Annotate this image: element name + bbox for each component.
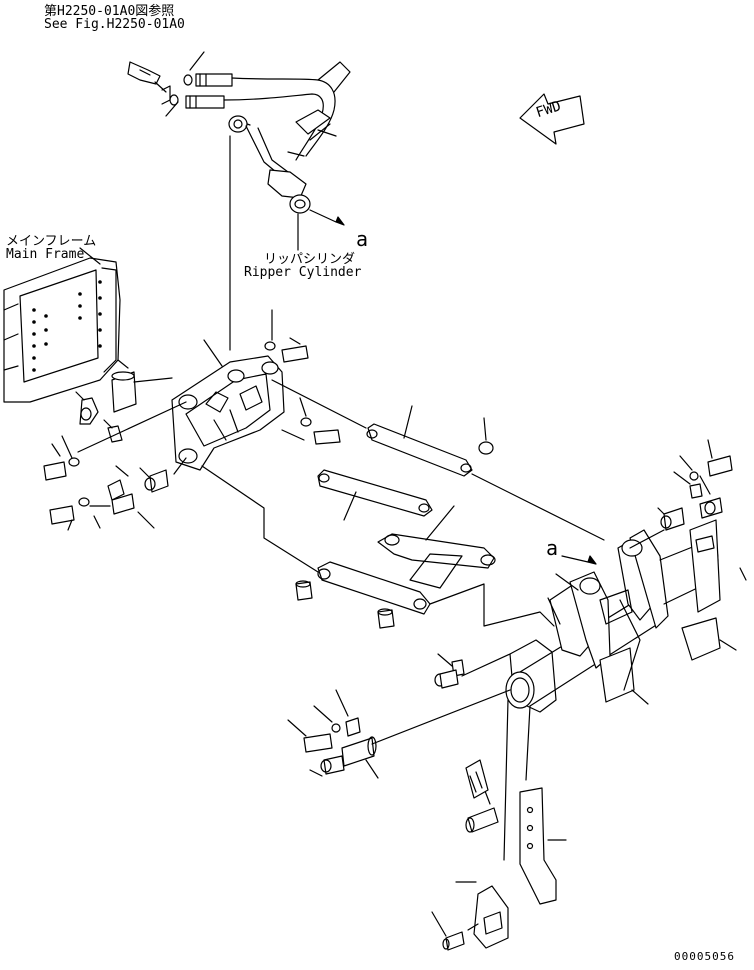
shank-holder-icon <box>506 520 746 712</box>
ripper-cylinder-icon <box>229 116 344 350</box>
connection-mark-a-upper: a <box>356 227 369 251</box>
main-frame-icon <box>4 248 120 402</box>
reference-bracket-icon <box>128 62 170 104</box>
drawing-number: 00005056 <box>674 950 735 963</box>
left-pins-and-fittings-icon <box>44 360 186 530</box>
main-frame-label-en: Main Frame <box>6 247 85 262</box>
ripper-tip-icon <box>432 882 508 950</box>
reference-label-en: See Fig.H2250-01A0 <box>44 17 185 32</box>
hose-fittings-icon <box>170 74 232 108</box>
link-bushings-icon <box>296 581 394 628</box>
bushing-icon <box>479 442 493 454</box>
reference-label-jp: 第H2250-01A0図参照 <box>44 4 175 19</box>
ripper-shank-icon <box>504 700 566 904</box>
middle-link-icon <box>318 470 432 520</box>
ripper-cylinder-label-en: Ripper Cylinder <box>244 265 362 280</box>
carriage-pin-icon <box>630 440 732 548</box>
mounting-bracket-icon <box>172 340 284 470</box>
bracket-bolts-icon <box>265 310 366 444</box>
upper-link-icon <box>367 406 472 476</box>
shank-pin-set-icon <box>288 654 510 778</box>
ripper-cylinder-label-jp: リッパシリンダ <box>264 252 356 267</box>
connection-mark-a-lower: a <box>546 536 559 560</box>
shank-pin-icon <box>466 760 498 832</box>
main-frame-label-jp: メインフレーム <box>6 234 97 249</box>
fwd-arrow-icon <box>520 94 584 144</box>
hydraulic-hose-icon <box>224 62 350 160</box>
lower-link-assembly-icon <box>318 506 495 614</box>
